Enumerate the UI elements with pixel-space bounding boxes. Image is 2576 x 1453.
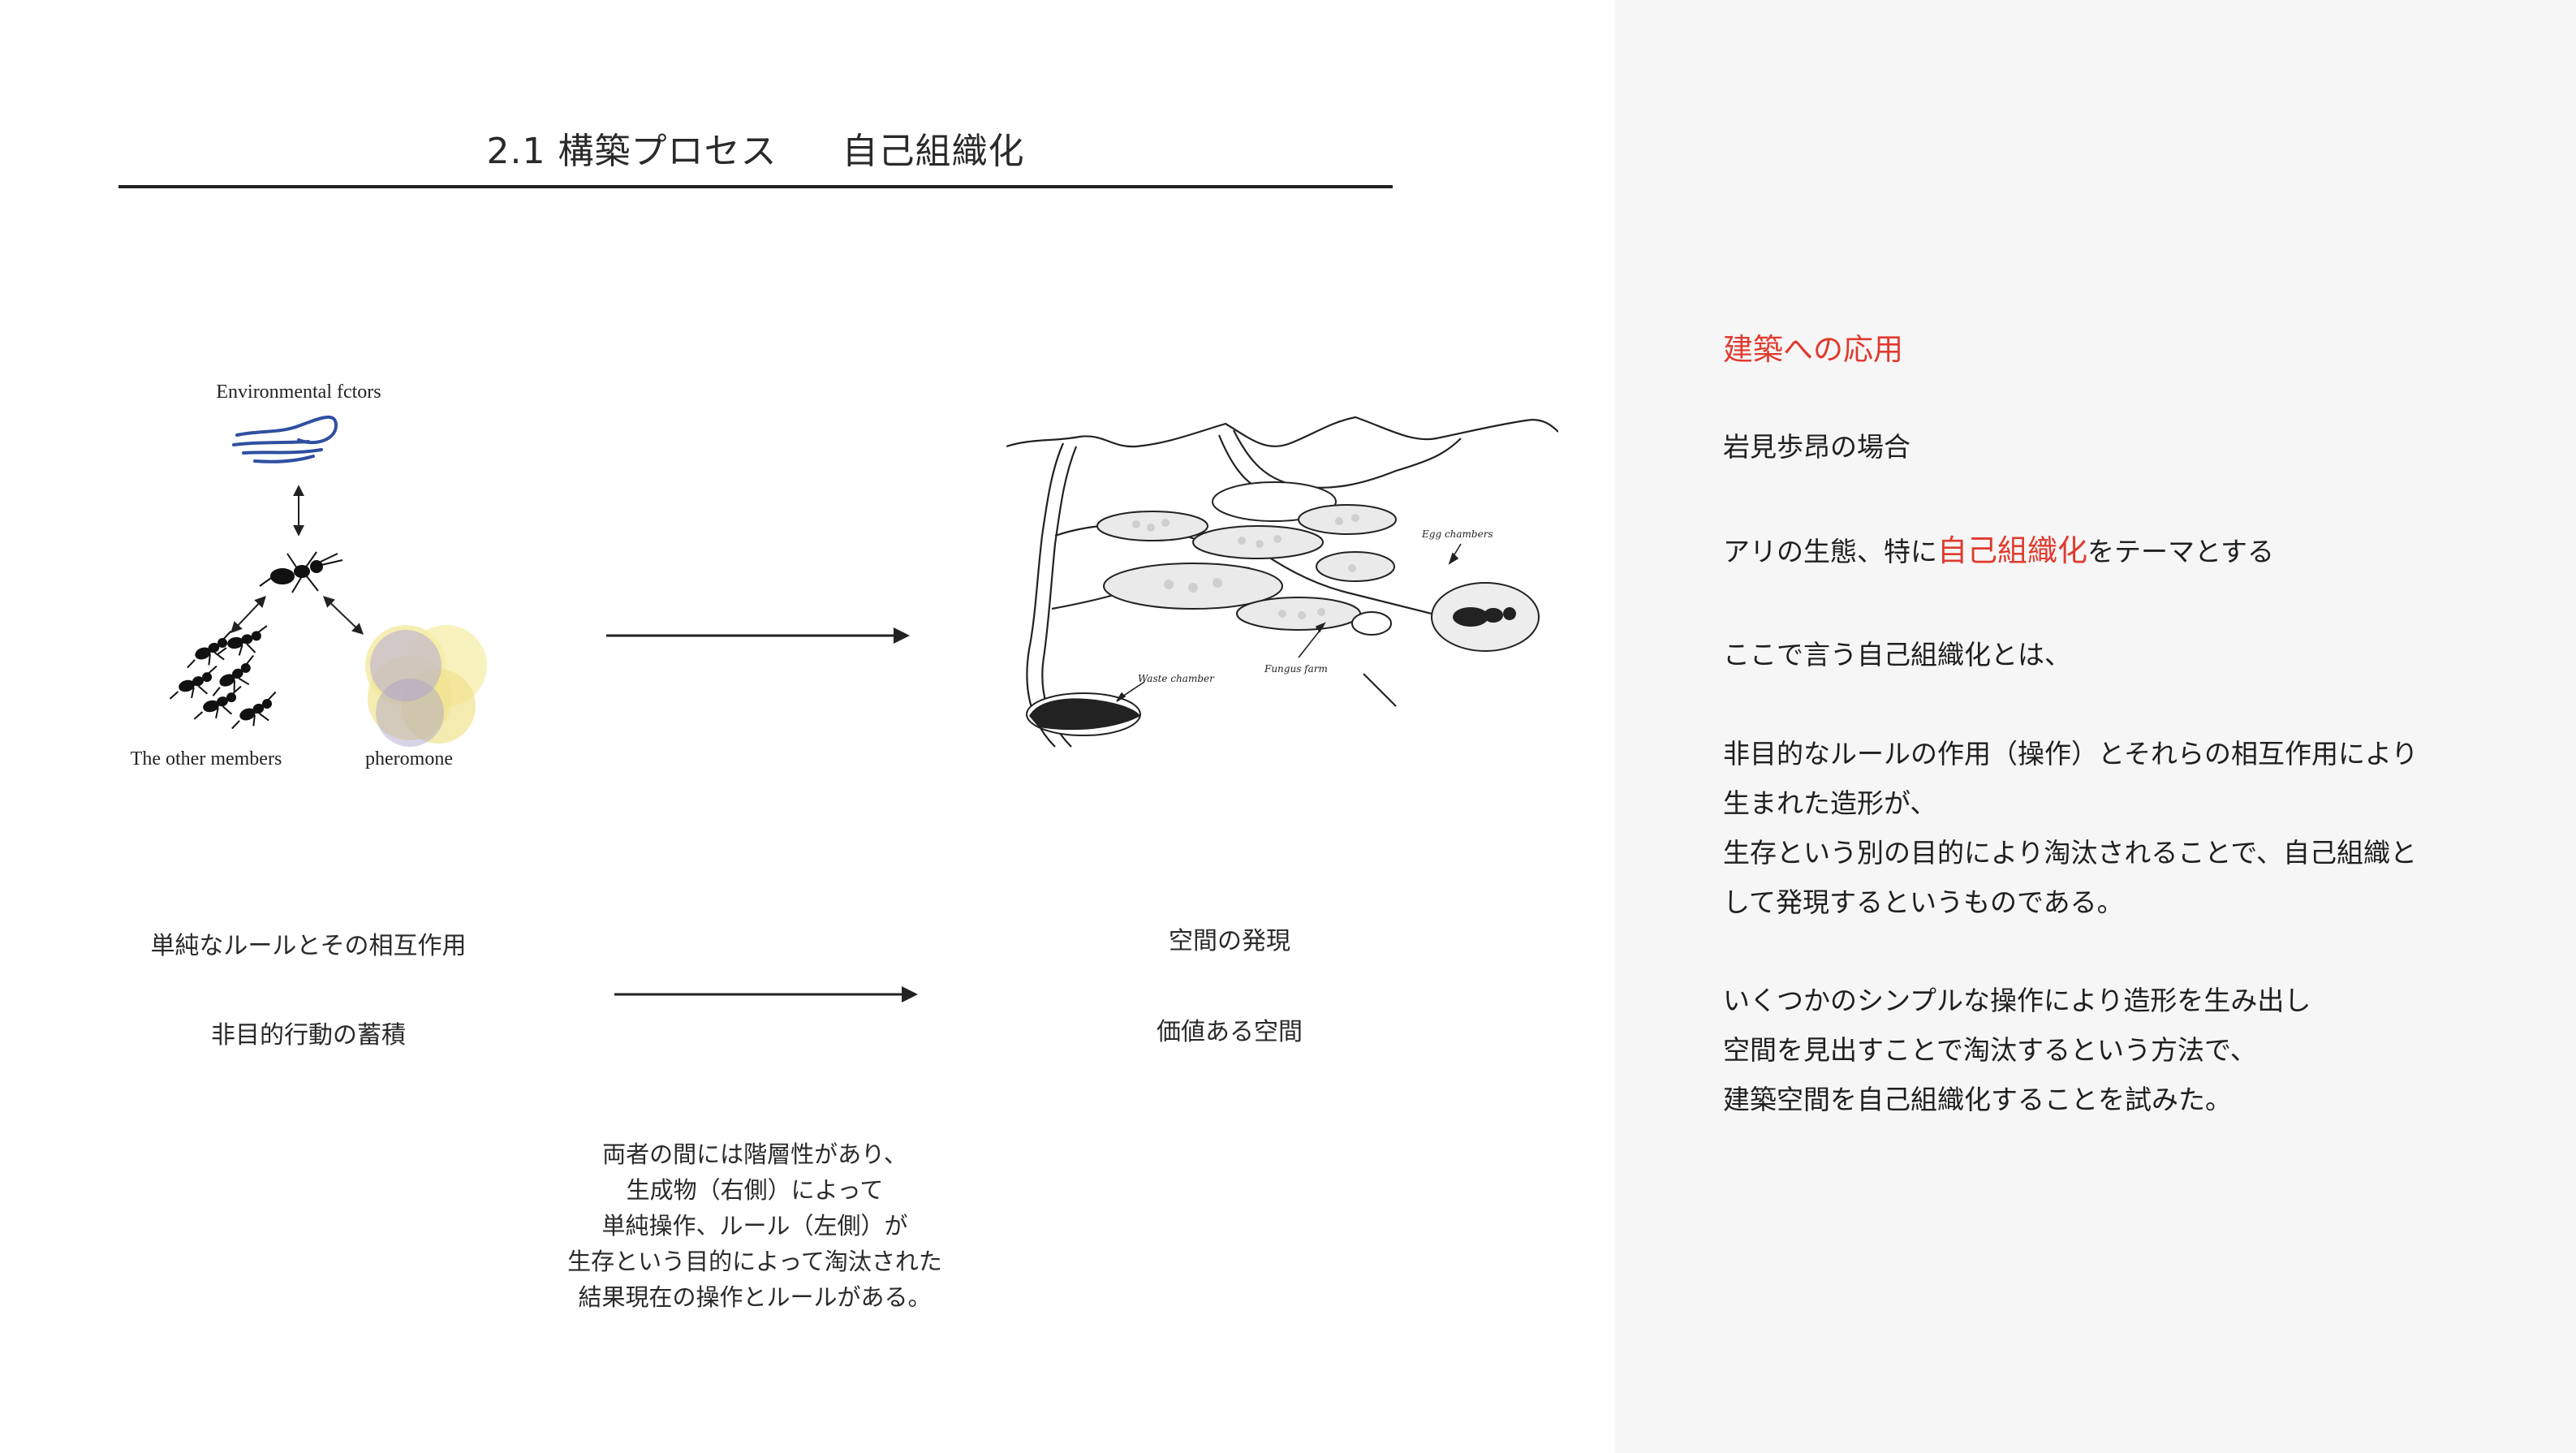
interaction-diagram: Environmental fctors bbox=[106, 373, 528, 795]
method-line: いくつかのシンプルな操作により造形を生み出し bbox=[1723, 976, 2311, 1025]
explanation-line: 生成物（右側）によって bbox=[519, 1172, 990, 1208]
waste-chamber-label: Waste chamber bbox=[1138, 673, 1215, 684]
left-content-area: 2.1 構築プロセス 自己組織化 Environmental fctors bbox=[0, 0, 1615, 1453]
space-emergence-text: 空間の発現 bbox=[1120, 921, 1339, 956]
environment-label: Environmental fctors bbox=[216, 382, 381, 403]
ant-group-icon bbox=[165, 626, 284, 733]
method-line: 空間を見出すことで淘汰するという方法で、 bbox=[1723, 1025, 2311, 1075]
explanation-line: 単純操作、ルール（左側）が bbox=[519, 1208, 990, 1244]
panel-heading: 建築への応用 bbox=[1723, 325, 1903, 369]
theme-text: アリの生態、特に自己組織化をテーマとする bbox=[1723, 526, 2274, 576]
definition-line: 非目的なルールの作用（操作）とそれらの相互作用により bbox=[1723, 729, 2418, 778]
pheromone-label: pheromone bbox=[365, 748, 453, 770]
case-text: 岩見歩昂の場合 bbox=[1723, 422, 1910, 472]
pheromone-circles-icon bbox=[365, 625, 487, 747]
method-line: 建築空間を自己組織化することを試みた。 bbox=[1723, 1075, 2311, 1124]
title-topic: 自己組織化 bbox=[842, 131, 1024, 172]
title-section: 2.1 構築プロセス bbox=[487, 131, 778, 172]
right-arrow-icon bbox=[613, 982, 921, 1007]
fungus-farm-label: Fungus farm bbox=[1264, 663, 1328, 675]
valued-space-text: 価値ある空間 bbox=[1120, 1011, 1339, 1047]
accumulation-text: 非目的行動の蓄積 bbox=[122, 1015, 495, 1050]
explanation-line: 生存という目的によって淘汰された bbox=[519, 1244, 990, 1279]
wind-icon bbox=[234, 417, 336, 462]
right-arrow-icon bbox=[605, 623, 913, 648]
members-label: The other members bbox=[131, 748, 282, 770]
title-underline bbox=[118, 185, 1393, 188]
ant-members-arrow bbox=[232, 597, 265, 632]
slide-title: 2.1 構築プロセス 自己組織化 bbox=[118, 122, 1393, 174]
ant-pheromone-arrow bbox=[325, 597, 362, 633]
simple-rules-text: 単純なルールとその相互作用 bbox=[122, 925, 495, 961]
definition-intro: ここで言う自己組織化とは、 bbox=[1723, 630, 2071, 679]
ant-icon bbox=[260, 552, 342, 593]
method-paragraph: いくつかのシンプルな操作により造形を生み出し 空間を見出すことで淘汰するという方… bbox=[1723, 976, 2311, 1124]
definition-line: 生存という別の目的により淘汰されることで、自己組織と bbox=[1723, 828, 2418, 877]
definition-line: して発現するというものである。 bbox=[1723, 877, 2418, 927]
explanation-line: 結果現在の操作とルールがある。 bbox=[519, 1279, 990, 1315]
definition-paragraph: 非目的なルールの作用（操作）とそれらの相互作用により 生まれた造形が、 生存とい… bbox=[1723, 729, 2418, 927]
theme-suffix: をテーマとする bbox=[2087, 536, 2274, 567]
right-side-panel bbox=[1615, 0, 2576, 1453]
definition-line: 生まれた造形が、 bbox=[1723, 778, 2418, 828]
egg-chambers-label: Egg chambers bbox=[1421, 528, 1493, 540]
hierarchy-explanation: 両者の間には階層性があり、 生成物（右側）によって 単純操作、ルール（左側）が … bbox=[519, 1136, 990, 1315]
explanation-line: 両者の間には階層性があり、 bbox=[519, 1136, 990, 1172]
case-label: 岩見歩昂の場合 bbox=[1723, 431, 1910, 463]
theme-highlight: 自己組織化 bbox=[1937, 533, 2087, 568]
ant-nest-illustration: Egg chambers Fungus farm Waste chamber bbox=[1006, 414, 1558, 755]
theme-prefix: アリの生態、特に bbox=[1723, 536, 1937, 567]
